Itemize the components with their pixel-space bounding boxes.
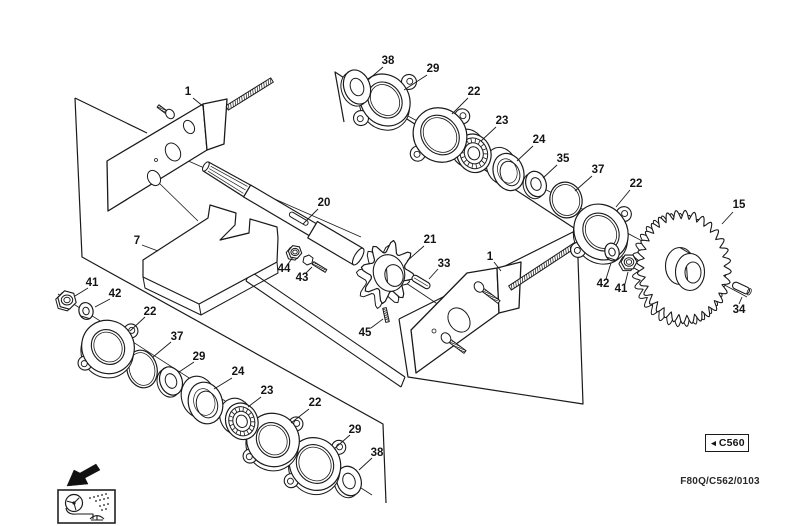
sprocket-part-15 (631, 209, 732, 328)
bottom-parts-chain (55, 290, 362, 499)
mount-plate-part-1-right (410, 237, 585, 374)
chain-sprocket-part-21 (355, 239, 416, 310)
drawing-code: F80Q/C562/0103 (680, 476, 760, 487)
figure-reference-label: C560 (718, 437, 745, 449)
pin-part-34 (731, 281, 752, 296)
bracket-part-7 (142, 204, 279, 316)
key-part-33 (411, 274, 431, 290)
shaft-part-20 (202, 161, 365, 266)
back-reference-arrow-icon: ◄ (709, 438, 718, 448)
figure-reference-box[interactable]: ◄C560 (705, 434, 749, 452)
leader-lines (74, 66, 743, 471)
direction-arrow-icon (66, 463, 101, 487)
mount-plate-part-1-left (106, 77, 274, 212)
fasteners-44-43-45 (285, 245, 390, 323)
backing-sheets (74, 71, 584, 504)
top-parts-chain (340, 69, 638, 272)
spreader-unit-pictogram-icon (57, 489, 116, 524)
